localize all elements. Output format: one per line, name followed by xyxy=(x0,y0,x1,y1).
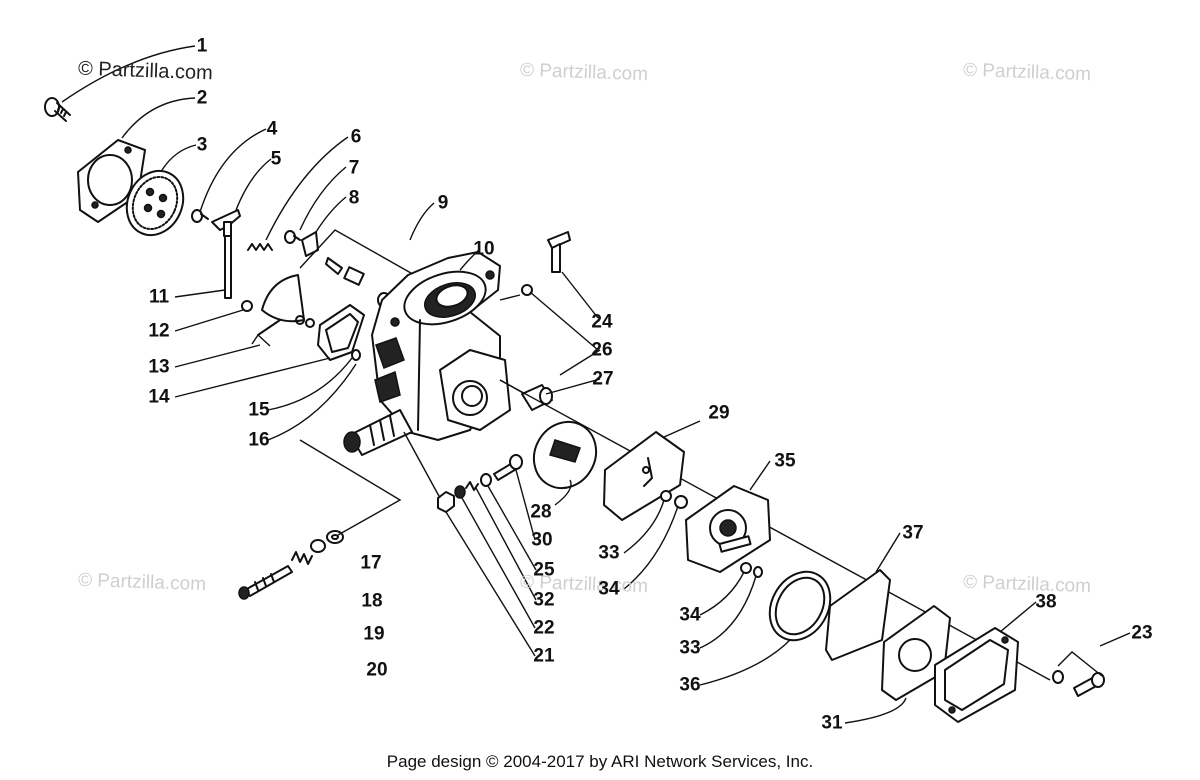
callout-7: 7 xyxy=(348,157,360,179)
part-36-o-ring xyxy=(768,570,832,642)
part-34-washer-b xyxy=(740,562,752,574)
part-1-screw xyxy=(44,97,71,122)
part-37-gasket xyxy=(825,569,891,661)
part-25-washer xyxy=(480,473,492,487)
idle-group-bracket xyxy=(299,439,402,536)
part-8-plate xyxy=(301,231,319,257)
part-35-pump-body xyxy=(685,485,771,573)
part-16-throttle-shaft xyxy=(343,409,413,456)
callout-16: 16 xyxy=(248,429,270,451)
part-15-screw xyxy=(351,349,361,361)
callout-34-upper: 34 xyxy=(598,578,620,600)
callout-17: 17 xyxy=(360,552,382,574)
part-3-diaphragm xyxy=(125,169,185,237)
callout-2: 2 xyxy=(196,87,208,109)
part-30-bolt xyxy=(493,454,523,481)
callout-5: 5 xyxy=(270,148,282,170)
part-18-washer xyxy=(310,539,326,553)
callout-19: 19 xyxy=(363,623,385,645)
part-23-screw xyxy=(1052,651,1105,697)
copyright-footer: Page design © 2004-2017 by ARI Network S… xyxy=(386,752,814,771)
callout-11: 11 xyxy=(148,286,170,308)
callout-25: 25 xyxy=(533,559,555,581)
callout-30: 30 xyxy=(531,529,553,551)
part-19-spring xyxy=(291,551,313,565)
watermark-top-left: © Partzilla.com xyxy=(77,57,214,85)
part-24-screw xyxy=(547,231,571,273)
callout-4: 4 xyxy=(266,118,278,140)
watermark-top-center: © Partzilla.com xyxy=(519,59,649,86)
part-10-carburetor-body xyxy=(371,251,511,441)
part-12-screw xyxy=(241,300,253,312)
callout-21: 21 xyxy=(533,645,555,667)
callout-9: 9 xyxy=(437,192,449,214)
callout-29: 29 xyxy=(708,402,730,424)
callout-20: 20 xyxy=(366,659,388,681)
jet-leader-line xyxy=(403,431,441,499)
part-7-screw xyxy=(284,230,301,244)
part-28-choke-plate xyxy=(532,420,598,490)
callout-24: 24 xyxy=(591,311,613,333)
callout-23: 23 xyxy=(1131,622,1153,644)
part-22-spring-washer xyxy=(454,485,466,499)
callout-32: 32 xyxy=(533,589,555,611)
callout-8: 8 xyxy=(348,187,360,209)
part-20-adjust-screw xyxy=(238,565,293,600)
callout-13: 13 xyxy=(148,356,170,378)
callout-18: 18 xyxy=(361,590,383,612)
callout-37: 37 xyxy=(902,522,924,544)
part-33-screw-b xyxy=(753,566,763,578)
part-29-gasket xyxy=(603,431,685,521)
callout-27: 27 xyxy=(592,368,614,390)
callout-38: 38 xyxy=(1035,591,1057,613)
watermark-top-right: © Partzilla.com xyxy=(962,59,1092,86)
callout-leader-lines xyxy=(61,45,1131,724)
callout-1: 1 xyxy=(196,35,208,57)
callout-33-lower: 33 xyxy=(679,637,701,659)
part-38-pump-cover xyxy=(934,627,1019,723)
part-5-lever xyxy=(211,209,241,237)
callout-15: 15 xyxy=(248,399,270,421)
part-4-screw xyxy=(191,209,209,223)
callout-31: 31 xyxy=(821,712,843,734)
callout-36: 36 xyxy=(679,674,701,696)
callout-22: 22 xyxy=(533,617,555,639)
part-6-spring xyxy=(247,243,273,251)
callout-10: 10 xyxy=(473,238,495,260)
watermark-bottom-left: © Partzilla.com xyxy=(77,569,207,596)
assembly-axis-line xyxy=(499,379,1051,681)
callout-12: 12 xyxy=(148,320,170,342)
callout-6: 6 xyxy=(350,126,362,148)
part-34-washer-a xyxy=(674,495,688,509)
part-11-pin xyxy=(224,235,232,299)
part-32-spring xyxy=(465,481,479,491)
part-13-metering-cover xyxy=(251,274,315,347)
callout-3: 3 xyxy=(196,134,208,156)
callout-35: 35 xyxy=(774,450,796,472)
part-21-nut xyxy=(437,491,455,513)
callout-28: 28 xyxy=(530,501,552,523)
watermark-bottom-right: © Partzilla.com xyxy=(962,571,1092,598)
part-33-screw-a xyxy=(660,490,672,502)
callout-33-upper: 33 xyxy=(598,542,620,564)
callout-14: 14 xyxy=(148,386,170,408)
callout-26: 26 xyxy=(591,339,613,361)
callout-34-lower: 34 xyxy=(679,604,701,626)
part-26-washer xyxy=(521,284,533,296)
